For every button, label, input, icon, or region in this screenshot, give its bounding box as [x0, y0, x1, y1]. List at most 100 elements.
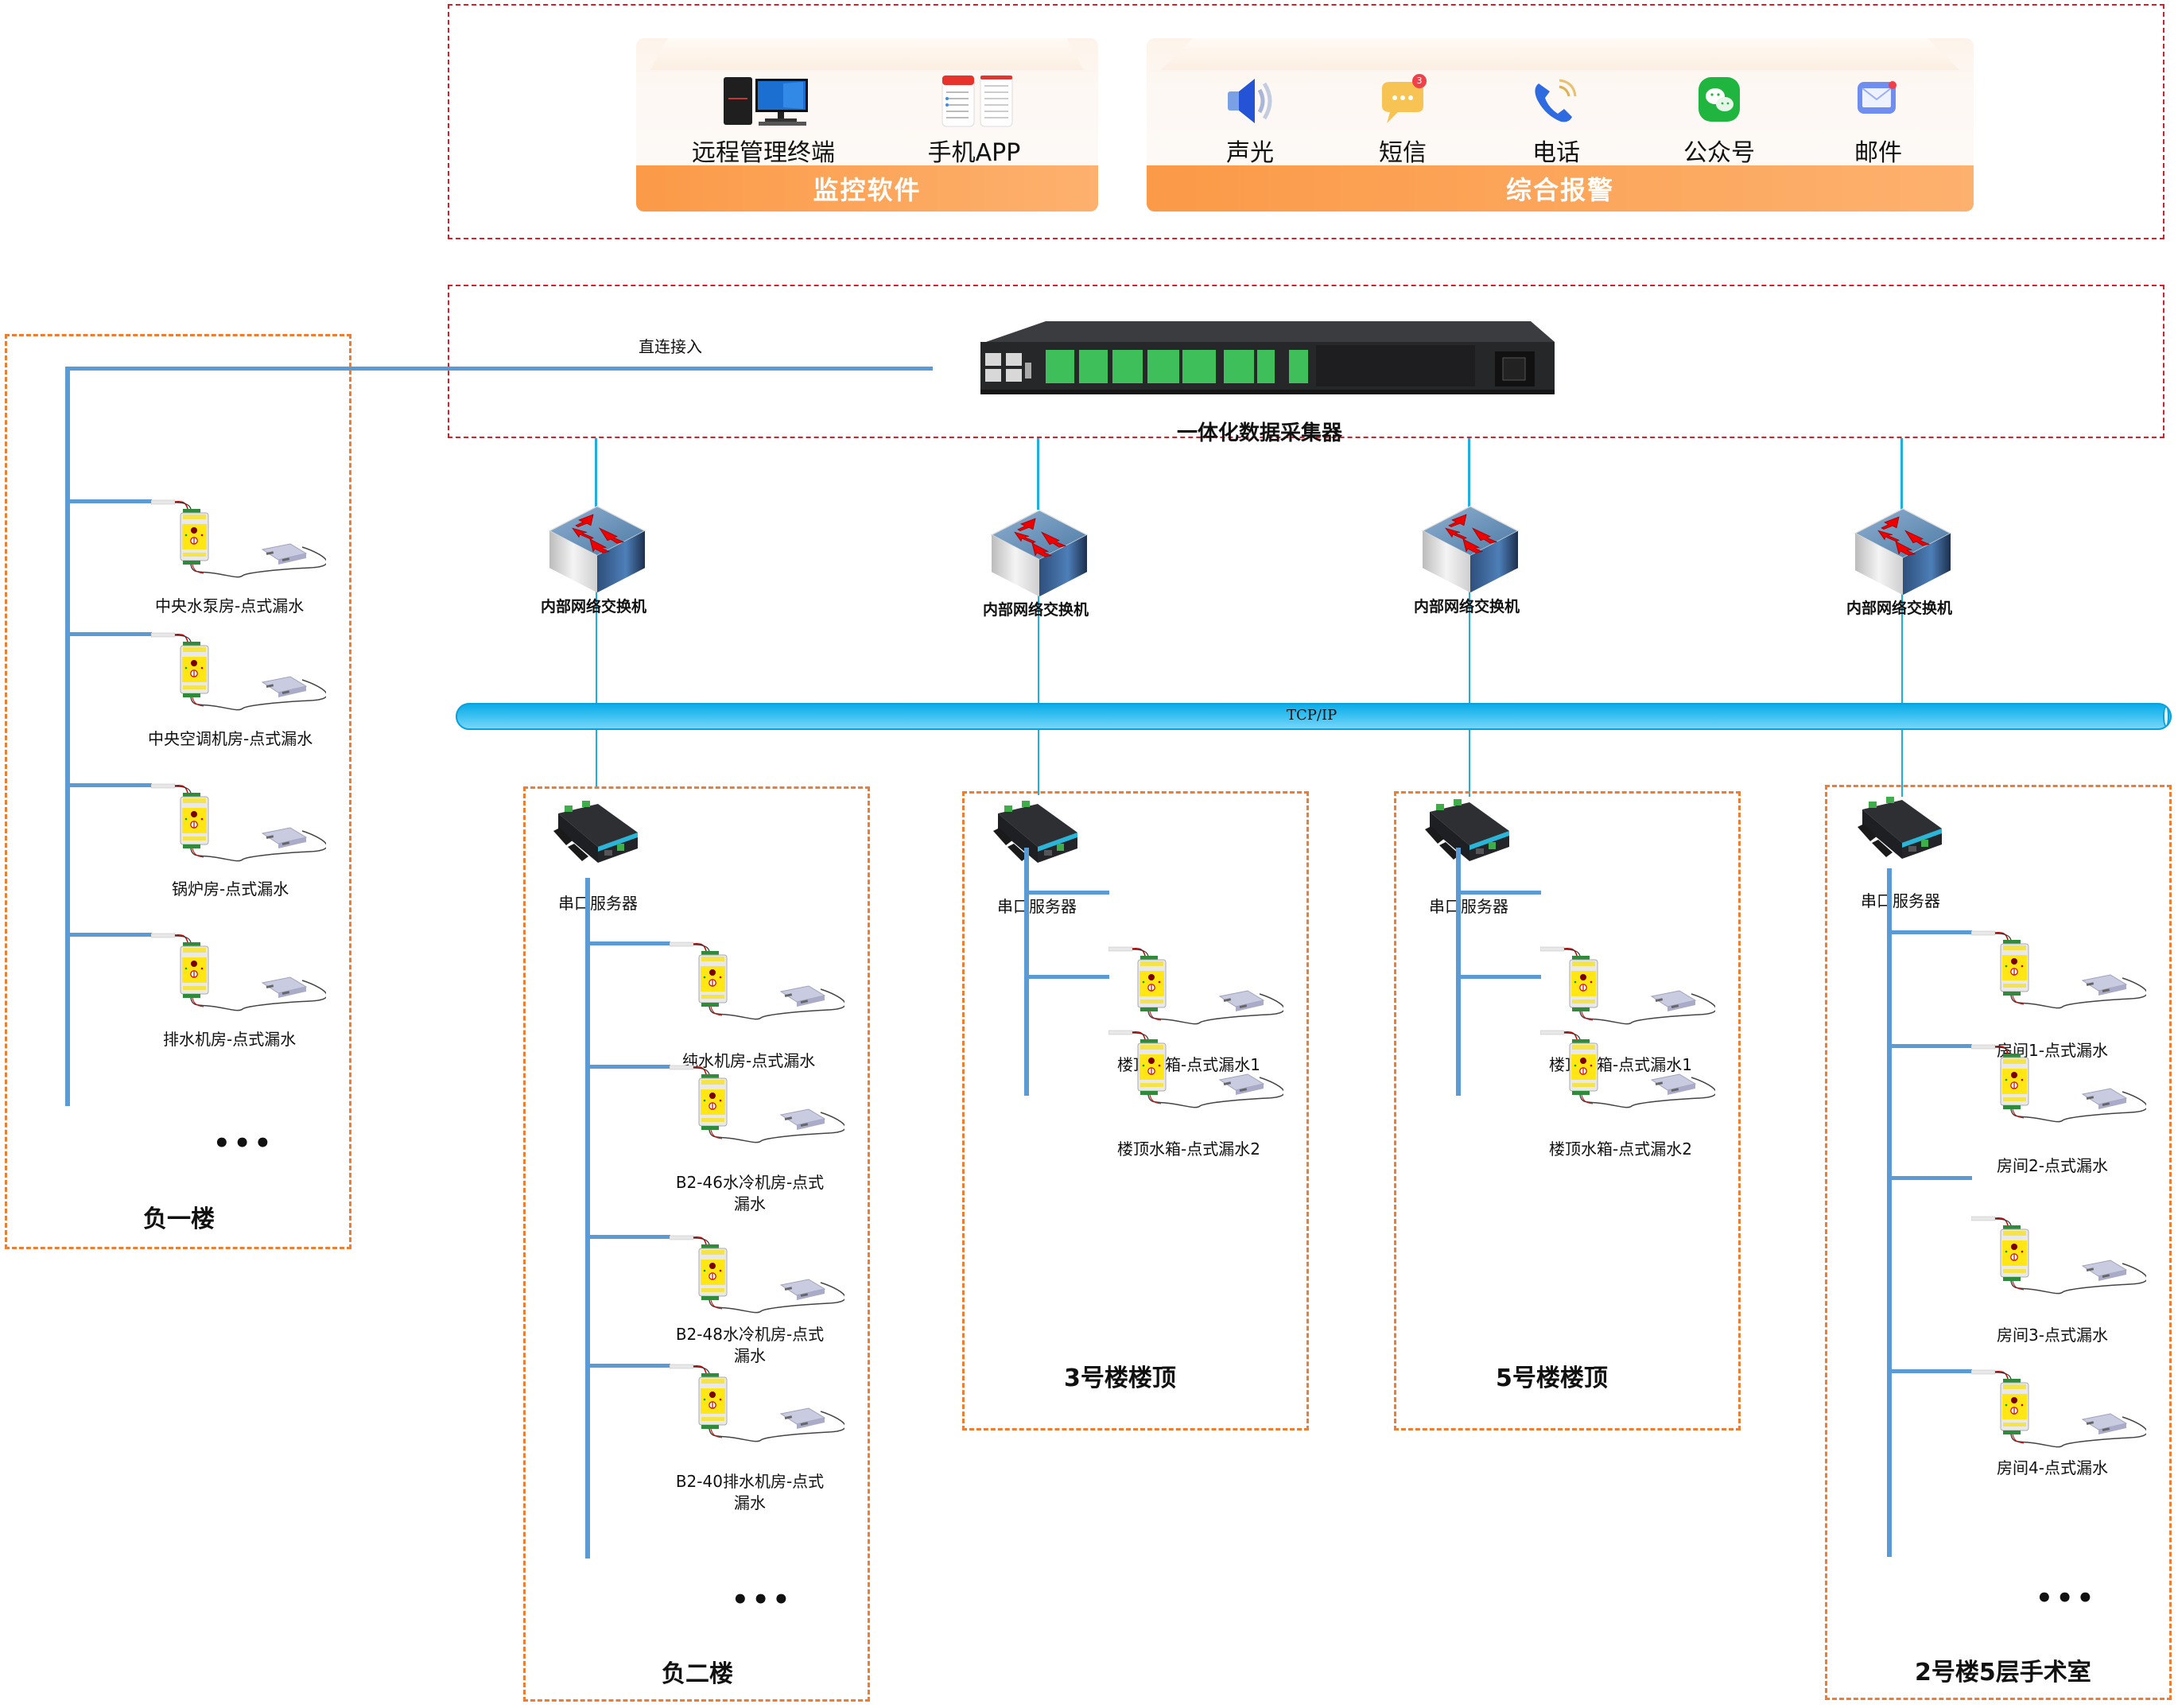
sensor-label: 锅炉房-点式漏水	[172, 879, 289, 899]
serial-server-icon[interactable]	[1853, 795, 1948, 875]
leak-sensor-icon[interactable]	[1971, 1214, 2146, 1306]
remote-terminal-item[interactable]: 远程管理终端	[668, 74, 859, 168]
branch-b2-2	[588, 1065, 670, 1069]
alarm-item-sound-light[interactable]: 声光	[1202, 74, 1298, 168]
alarm-label-mail: 邮件	[1854, 139, 1902, 167]
leak-sensor-icon[interactable]	[151, 498, 326, 589]
network-switch-label: 内部网络交换机	[1414, 598, 1520, 615]
serial-server-icon[interactable]	[549, 799, 644, 879]
leak-sensor-icon[interactable]	[670, 940, 844, 1031]
alarm-label-wechat: 公众号	[1683, 139, 1755, 167]
network-switch-icon	[988, 509, 1091, 598]
leak-sensor-icon[interactable]	[1540, 1028, 1715, 1120]
branch-or-4	[1889, 1369, 1972, 1373]
sensor-label: B2-46水冷机房-点式漏水	[675, 1173, 825, 1213]
comprehensive-alarm-title: 综合报警	[1147, 165, 1974, 212]
data-collector-icon	[980, 321, 1555, 394]
alarm-label-sound-light: 声光	[1226, 139, 1274, 167]
sensor-label: 楼顶水箱-点式漏水2	[1117, 1139, 1260, 1159]
network-switch-icon	[1851, 507, 1955, 596]
sensor-label: B2-48水冷机房-点式漏水	[675, 1325, 825, 1365]
leak-sensor-icon[interactable]	[670, 1063, 844, 1155]
mobile-app-label: 手机APP	[927, 139, 1021, 167]
zone-title: 负一楼	[143, 1205, 215, 1233]
comprehensive-alarm-panel: 声光 3 短信 电话 公众号	[1147, 38, 1974, 212]
zone-title: 负二楼	[662, 1660, 733, 1688]
leak-sensor-icon[interactable]	[151, 931, 326, 1023]
remote-terminal-label: 远程管理终端	[692, 139, 835, 167]
link-collector-switch-1	[595, 438, 597, 510]
bus-roof-5	[1456, 848, 1461, 1096]
bus-roof-3	[1024, 848, 1029, 1096]
sensor-label: 房间2-点式漏水	[1997, 1156, 2108, 1175]
link-switch-server-3	[1469, 588, 1470, 797]
network-switch-label: 内部网络交换机	[983, 601, 1089, 619]
leak-sensor-icon[interactable]	[670, 1233, 844, 1325]
alarm-item-phone[interactable]: 电话	[1508, 74, 1604, 168]
sms-icon	[1382, 82, 1423, 123]
alarm-item-wechat[interactable]: 公众号	[1664, 74, 1775, 168]
network-switch-icon	[1419, 505, 1522, 594]
branch-or-1	[1889, 930, 1972, 934]
alarm-label-phone: 电话	[1532, 139, 1580, 167]
sensor-label: 中央水泵房-点式漏水	[155, 596, 305, 615]
panel-top-bevel	[1161, 38, 1959, 70]
serial-server-icon[interactable]	[1420, 798, 1516, 877]
zone-operating-rooms	[1825, 785, 2172, 1700]
leak-sensor-icon[interactable]	[670, 1362, 844, 1454]
network-switch-2[interactable]	[988, 509, 1091, 598]
sensor-label: B2-40排水机房-点式漏水	[675, 1472, 825, 1512]
branch-b2-4	[588, 1364, 670, 1368]
zone-b1	[5, 334, 351, 1249]
branch-b2-1	[588, 941, 670, 945]
zone-title: 3号楼楼顶	[1064, 1364, 1176, 1392]
direct-connect-line	[68, 367, 933, 371]
leak-sensor-icon[interactable]	[151, 631, 326, 722]
leak-sensor-icon[interactable]	[1971, 1368, 2146, 1459]
link-collector-switch-2	[1037, 438, 1039, 510]
panel-top-bevel	[650, 38, 1084, 70]
sensor-label: 纯水机房-点式漏水	[682, 1051, 816, 1070]
network-switch-icon	[545, 505, 649, 594]
sensor-label: 排水机房-点式漏水	[163, 1030, 297, 1049]
sensor-label: 中央空调机房-点式漏水	[148, 729, 313, 748]
mobile-app-item[interactable]: 手机APP	[899, 74, 1050, 168]
serial-server-label: 串口服务器	[558, 894, 638, 913]
zone-roof-5	[1394, 791, 1741, 1430]
data-collector-device[interactable]	[974, 318, 1555, 398]
zone-title: 2号楼5层手术室	[1915, 1659, 2091, 1687]
leak-sensor-icon[interactable]	[1540, 945, 1715, 1036]
mobile-app-icon	[941, 75, 1013, 127]
more-ellipsis: •••	[213, 1128, 275, 1159]
leak-sensor-icon[interactable]	[151, 782, 326, 873]
serial-server-icon[interactable]	[988, 799, 1084, 879]
serial-server-label: 串口服务器	[1861, 891, 1940, 910]
branch-roof-5-2	[1458, 975, 1541, 979]
bus-b1	[65, 367, 70, 1106]
network-switch-1[interactable]	[545, 505, 649, 594]
leak-sensor-icon[interactable]	[1108, 1028, 1283, 1120]
alarm-item-sms[interactable]: 3 短信	[1355, 74, 1450, 168]
sensor-label: 房间4-点式漏水	[1997, 1458, 2108, 1477]
more-ellipsis: •••	[732, 1584, 794, 1616]
branch-b1-3	[68, 783, 152, 787]
leak-sensor-icon[interactable]	[1971, 1042, 2146, 1134]
collector-region	[448, 285, 2164, 438]
data-collector-label: 一体化数据采集器	[1177, 421, 1343, 445]
zone-b2	[523, 786, 870, 1702]
branch-or-3	[1889, 1176, 1972, 1180]
desktop-computer-icon	[724, 77, 808, 126]
serial-server-label: 串口服务器	[1429, 897, 1508, 916]
leak-sensor-icon[interactable]	[1971, 929, 2146, 1020]
alarm-item-mail[interactable]: 邮件	[1831, 74, 1926, 168]
network-switch-4[interactable]	[1851, 507, 1955, 596]
direct-connect-label: 直连接入	[639, 337, 702, 356]
more-ellipsis: •••	[2036, 1582, 2098, 1614]
wechat-icon	[1699, 77, 1740, 122]
leak-sensor-icon[interactable]	[1108, 945, 1283, 1036]
monitoring-software-panel: 远程管理终端 手机APP 监控软件	[636, 38, 1098, 212]
serial-server-label: 串口服务器	[997, 897, 1077, 916]
tcp-ip-bus-end	[2163, 706, 2169, 727]
branch-or-2	[1889, 1044, 1972, 1048]
network-switch-3[interactable]	[1419, 505, 1522, 594]
